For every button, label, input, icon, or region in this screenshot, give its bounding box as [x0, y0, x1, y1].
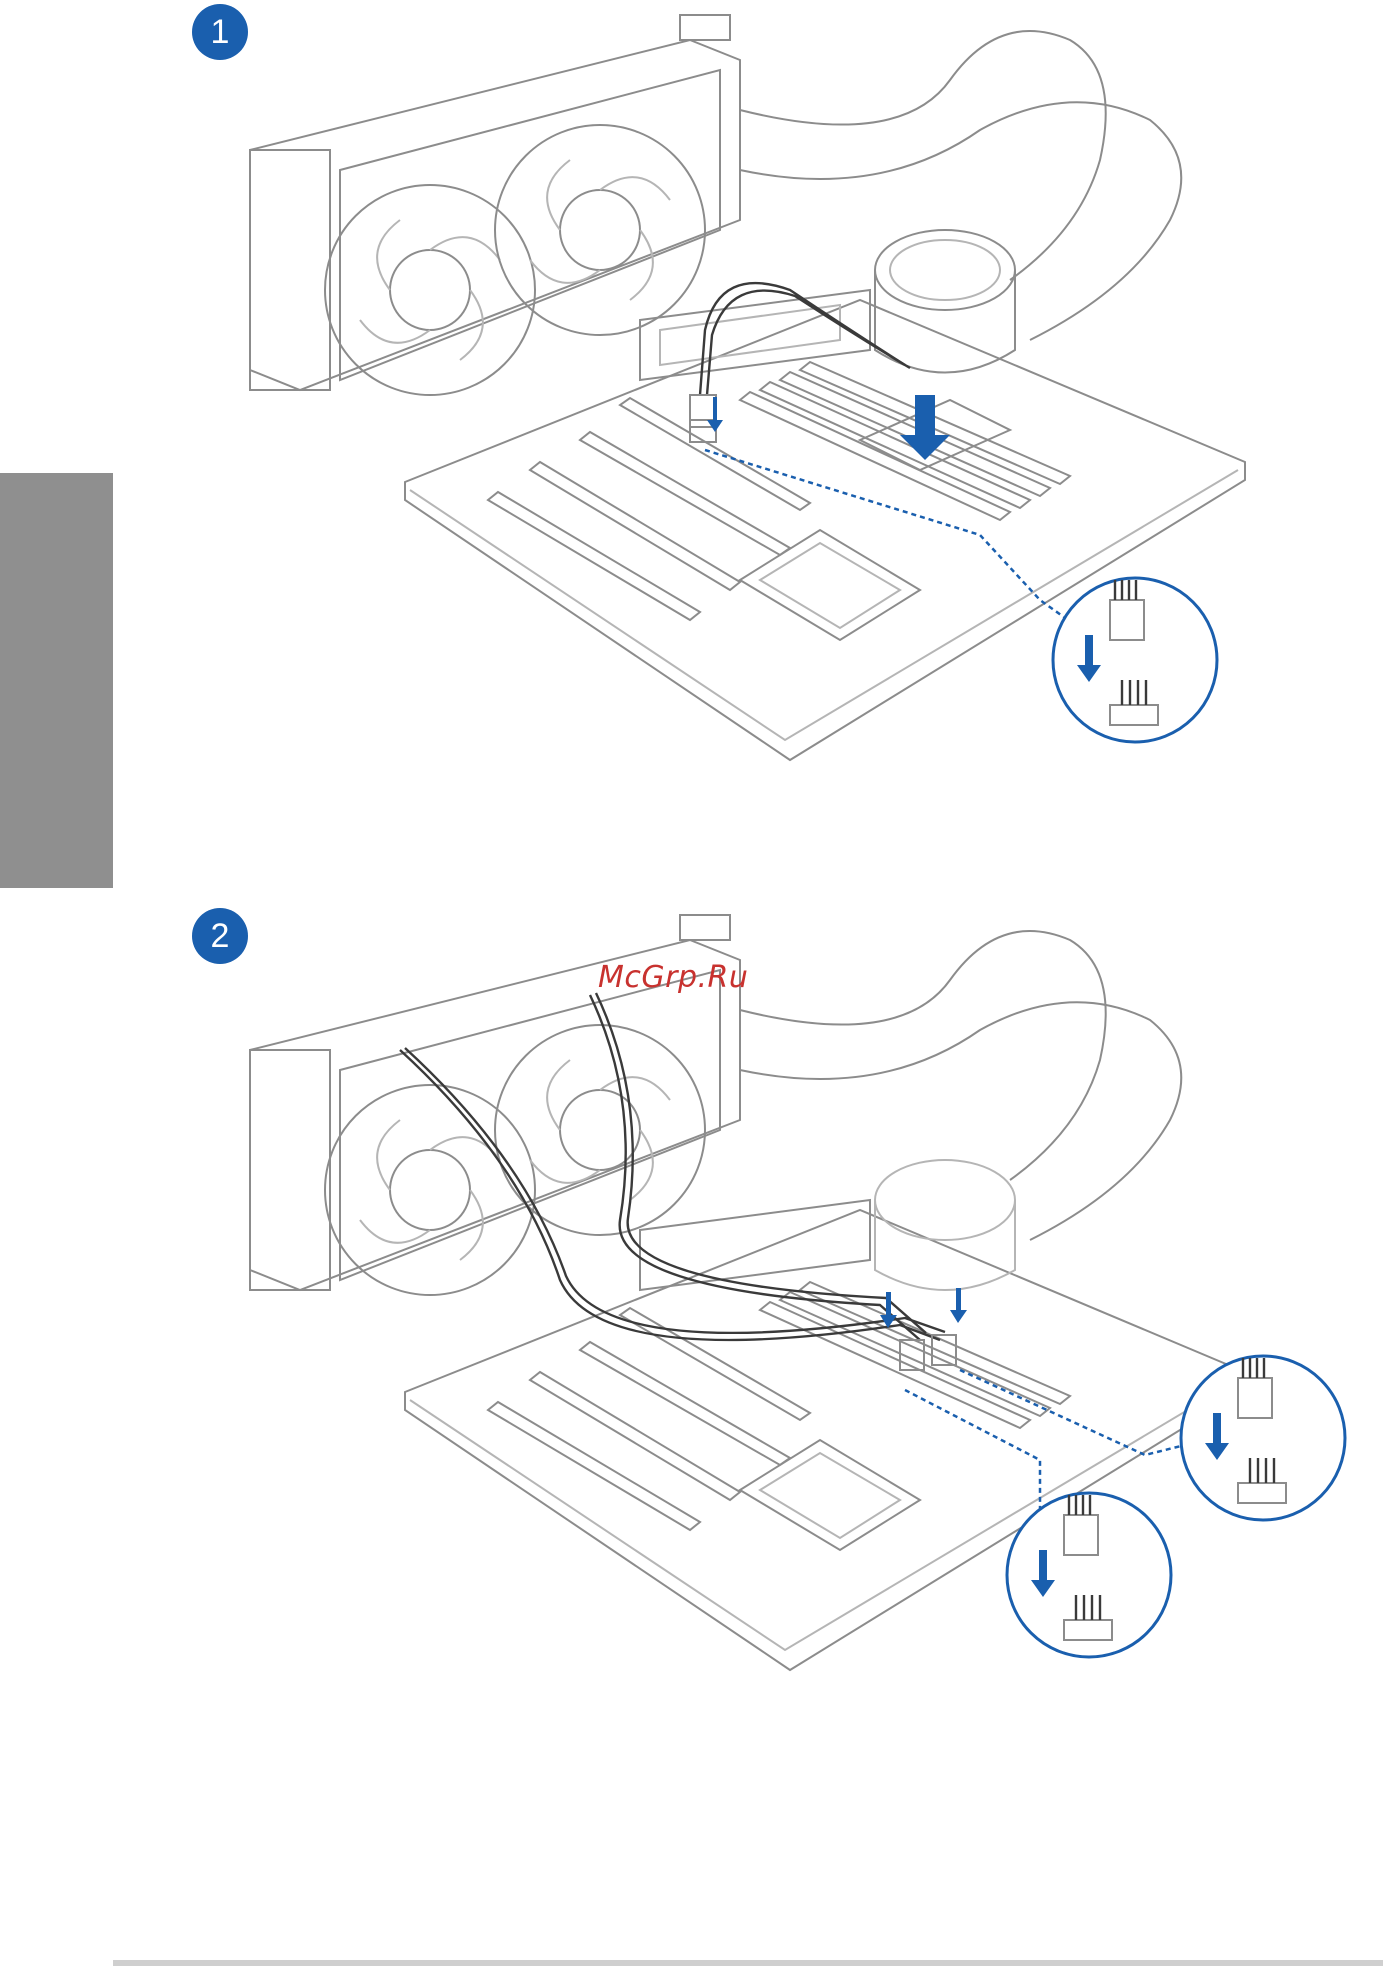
chapter-side-tab: [0, 473, 113, 888]
pcie-slots: [486, 1306, 812, 1532]
pump-block: [874, 1159, 1016, 1291]
step-2-badge: 2: [192, 908, 248, 964]
aio-pump-installation-illustration: [249, 14, 1246, 762]
ram-slots: [758, 1280, 1072, 1430]
radiator-fan-1: [324, 184, 536, 396]
fan-cable-connection-illustration: [249, 914, 1347, 1672]
step-1-badge: 1: [192, 4, 248, 60]
fan-header-zoom-callout: [1051, 576, 1219, 744]
watermark-text: McGrp.Ru: [598, 960, 749, 995]
radiator-fan-1: [324, 1084, 536, 1296]
radiator-fan-2: [494, 124, 706, 336]
pcie-slots: [486, 396, 812, 622]
fan-header-zoom-callout-2: [1005, 1491, 1173, 1659]
pump-block: [874, 229, 1016, 374]
fan-header-zoom-callout-1: [1179, 1354, 1347, 1522]
footer-rule: [113, 1960, 1383, 1966]
radiator: [249, 14, 741, 392]
ram-slots: [738, 360, 1072, 522]
radiator-fan-2: [494, 1024, 706, 1236]
